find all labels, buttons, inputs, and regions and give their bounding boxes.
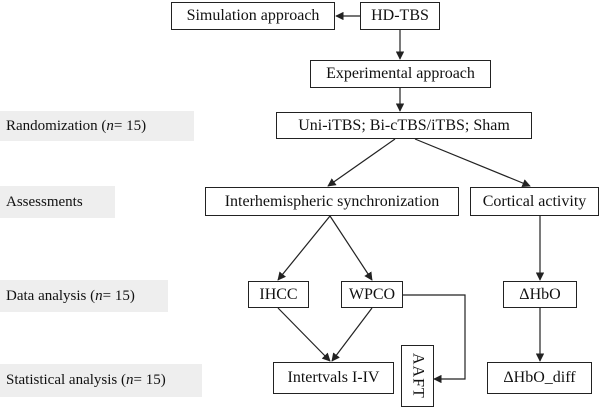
delta-hbo-diff-node: ΔHbO_diff <box>487 362 592 394</box>
edge-randomization-interhemispheric <box>327 138 396 187</box>
simulation-approach-node: Simulation approach <box>171 2 335 30</box>
edge-wpco-aaft <box>403 294 466 384</box>
randomization-arms-node: Uni-iTBS; Bi-cTBS/iTBS; Sham <box>276 112 532 139</box>
stage-label-randomization: Randomization (n = 15) <box>0 111 194 141</box>
edge-randomization-cortical <box>414 138 531 188</box>
interhemispheric-synchronization-node: Interhemispheric synchronization <box>205 187 459 216</box>
edge-ihcc-intervals <box>277 307 331 362</box>
stage-label-statistical-analysis: Statistical analysis (n = 15) <box>0 364 202 397</box>
edge-wpco-intervals <box>331 307 373 362</box>
ihcc-node: IHCC <box>248 281 309 308</box>
intervals-node: Intertvals I-IV <box>273 362 394 394</box>
delta-hbo-node: ΔHbO <box>503 281 577 308</box>
stage-label-assessments: Assessments <box>0 186 115 218</box>
aaft-node: AAFT <box>401 345 434 407</box>
wpco-node: WPCO <box>341 281 403 308</box>
experimental-approach-node: Experimental approach <box>310 60 491 88</box>
edge-interhemispheric-ihcc <box>277 215 331 281</box>
edge-interhemispheric-wpco <box>329 215 373 281</box>
cortical-activity-node: Cortical activity <box>470 187 599 216</box>
hd-tbs-node: HD-TBS <box>360 2 440 30</box>
stage-label-data-analysis: Data analysis (n = 15) <box>0 280 168 312</box>
